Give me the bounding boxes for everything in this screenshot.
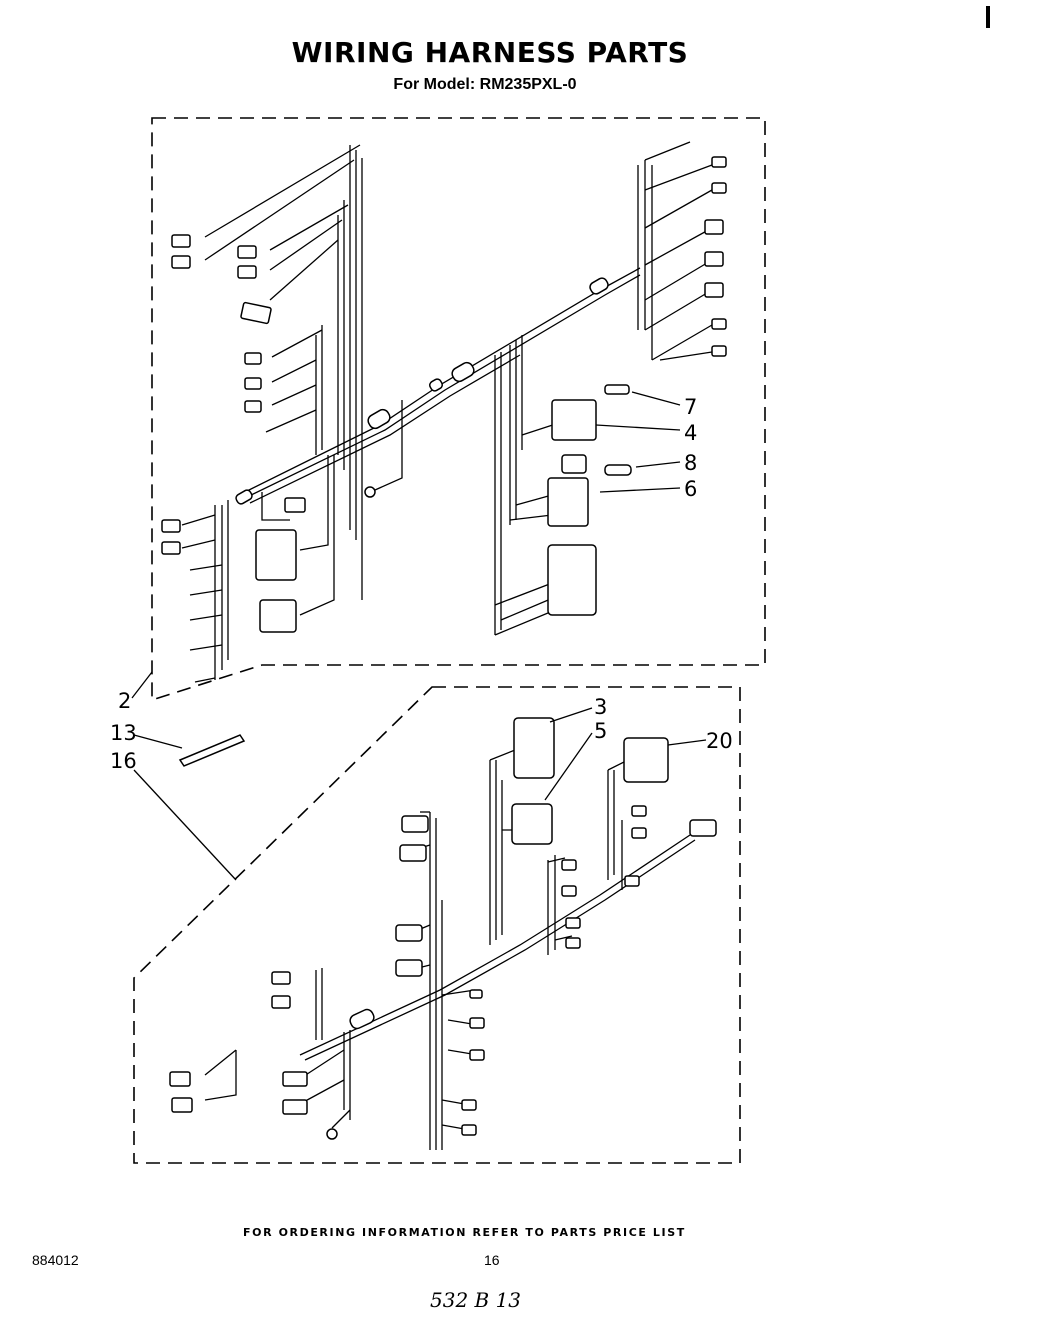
callout-13: 13: [110, 721, 137, 745]
callout-3: 3: [594, 695, 607, 719]
callout-labels: 7 4 8 6 2 13 16 3 5 20: [110, 395, 733, 773]
ordering-note: FOR ORDERING INFORMATION REFER TO PARTS …: [243, 1226, 686, 1239]
callout-7: 7: [684, 395, 697, 419]
model-subtitle: For Model: RM235PXL-0: [393, 76, 577, 93]
callout-8: 8: [684, 451, 697, 475]
callout-16: 16: [110, 749, 137, 773]
upper-harness-connectors: [161, 156, 727, 633]
callout-20: 20: [706, 729, 733, 753]
page-title: WIRING HARNESS PARTS: [291, 36, 689, 69]
callout-6: 6: [684, 477, 697, 501]
callout-4: 4: [684, 421, 697, 445]
lower-harness-connectors: [169, 717, 717, 1140]
lower-harness-boundary: [133, 686, 741, 1164]
upper-harness-boundary: [151, 117, 766, 702]
lower-harness-wires: [204, 747, 696, 1150]
scan-edge-mark: [986, 6, 990, 28]
document-number: 884012: [32, 1252, 79, 1268]
page-number: 16: [484, 1252, 500, 1268]
callout-2: 2: [118, 689, 131, 713]
handwritten-note: 532 B 13: [430, 1288, 522, 1312]
callout-5: 5: [594, 719, 607, 743]
callout-leaders: [131, 391, 707, 881]
